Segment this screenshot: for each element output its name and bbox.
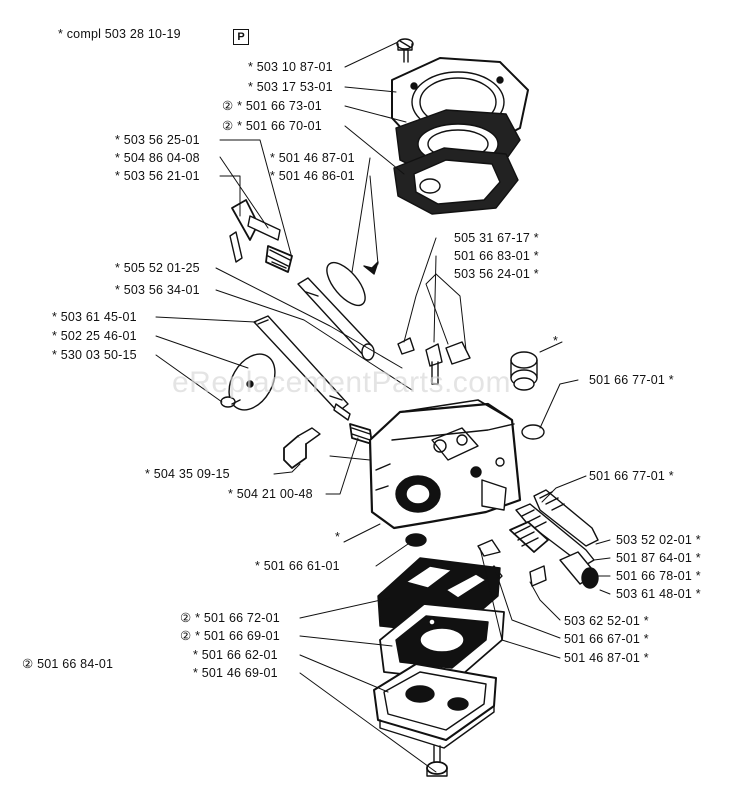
part-label: 501 66 78-01 * <box>616 569 701 583</box>
p-symbol-box: P <box>233 29 249 45</box>
part-label: * 505 52 01-25 <box>115 261 200 275</box>
part-label: * 503 10 87-01 <box>248 60 333 74</box>
part-label: 501 66 83-01 * <box>454 249 539 263</box>
part-label: * 503 56 25-01 <box>115 133 200 147</box>
part-label: * 504 86 04-08 <box>115 151 200 165</box>
part-label: ② * 501 66 69-01 <box>180 629 280 643</box>
part-label: * 504 35 09-15 <box>145 467 230 481</box>
part-label: 503 61 48-01 * <box>616 587 701 601</box>
part-label: 501 66 77-01 * <box>589 373 674 387</box>
part-label: * 503 61 45-01 <box>52 310 137 324</box>
pump-gasket <box>393 147 519 215</box>
part-label: * 501 46 69-01 <box>193 666 278 680</box>
part-label: * 501 66 61-01 <box>255 559 340 573</box>
part-label: * 530 03 50-15 <box>52 348 137 362</box>
welch-plug-cap <box>510 351 538 391</box>
star-mark: * <box>553 334 559 348</box>
kit-label: * compl 503 28 10-19 <box>58 27 181 41</box>
fuel-inlet-elbow <box>283 427 321 469</box>
part-label: 501 46 87-01 * <box>564 651 649 665</box>
top-screw <box>396 38 414 63</box>
part-label: * 503 17 53-01 <box>248 80 333 94</box>
metering-cover <box>373 663 497 749</box>
part-label: 503 62 52-01 * <box>564 614 649 628</box>
part-label: 501 87 64-01 * <box>616 551 701 565</box>
part-label: * 501 46 86-01 <box>270 169 355 183</box>
throttle-shaft-assembly <box>229 199 375 361</box>
choke-shaft <box>253 315 351 421</box>
part-label: * 503 56 34-01 <box>115 283 200 297</box>
part-label: ② 501 66 84-01 <box>22 657 114 671</box>
part-label: * 502 25 46-01 <box>52 329 137 343</box>
part-label: 503 56 24-01 * <box>454 267 539 281</box>
part-label: * 503 56 21-01 <box>115 169 200 183</box>
bottom-screw <box>426 745 448 777</box>
inlet-needle-parts <box>397 337 471 385</box>
part-label: * 501 46 87-01 <box>270 151 355 165</box>
part-label: ② * 501 66 72-01 <box>180 611 280 625</box>
carburetor-body <box>368 399 522 530</box>
part-label: 503 52 02-01 * <box>616 533 701 547</box>
throttle-valve-disc <box>326 261 379 307</box>
part-label: 501 66 67-01 * <box>564 632 649 646</box>
part-label: * 504 21 00-48 <box>228 487 313 501</box>
part-label: ② * 501 66 73-01 <box>222 99 322 113</box>
star-mark: * <box>335 530 341 544</box>
part-label: ② * 501 66 70-01 <box>222 119 322 133</box>
adjustment-screws <box>509 489 599 589</box>
choke-valve-disc <box>228 353 276 411</box>
welch-plug <box>521 424 545 440</box>
leader-lines <box>155 41 611 773</box>
choke-screw <box>220 396 241 408</box>
part-label: * 501 66 62-01 <box>193 648 278 662</box>
choke-spring <box>349 423 373 445</box>
part-label: 501 66 77-01 * <box>589 469 674 483</box>
part-label: 505 31 67-17 * <box>454 231 539 245</box>
